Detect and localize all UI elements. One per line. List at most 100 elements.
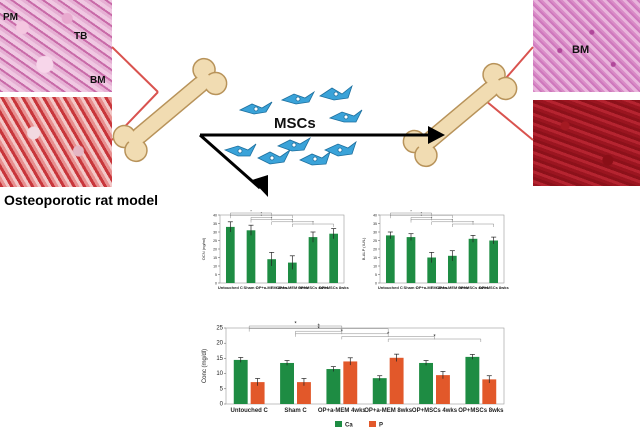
legend-label: P bbox=[379, 423, 383, 429]
bar bbox=[329, 233, 339, 283]
y-tick-label: 30 bbox=[373, 231, 377, 235]
bar bbox=[250, 382, 265, 404]
label-pm: PM bbox=[3, 12, 18, 23]
y-tick-label: 20 bbox=[213, 248, 217, 252]
y-tick-label: 15 bbox=[213, 256, 217, 260]
y-tick-label: 5 bbox=[215, 273, 217, 277]
bar bbox=[225, 226, 235, 283]
x-tick-label: OP+MSCs 4wks bbox=[458, 285, 489, 290]
bar bbox=[246, 230, 256, 283]
significance-marker: * bbox=[452, 218, 454, 222]
x-tick-label: Sham C bbox=[244, 285, 259, 290]
micrograph-treated-bottom bbox=[533, 100, 640, 186]
arrow-down-line bbox=[199, 133, 261, 190]
y-tick-label: 15 bbox=[373, 256, 377, 260]
x-tick-label: Sham C bbox=[404, 285, 419, 290]
bone-left-icon bbox=[112, 57, 228, 163]
bar bbox=[233, 359, 248, 404]
x-tick-label: OP+a-MEM 8wks bbox=[276, 285, 309, 290]
significance-marker: * bbox=[271, 216, 273, 220]
legend-label: Ca bbox=[345, 423, 353, 429]
x-tick-label: Untouched C bbox=[378, 285, 403, 290]
x-tick-label: OP+MSCs 4wks bbox=[298, 285, 329, 290]
x-tick-label: Sham C bbox=[284, 408, 307, 414]
significance-marker: * bbox=[421, 214, 423, 218]
connector-line-left-top bbox=[111, 46, 159, 93]
bar bbox=[489, 240, 499, 283]
bar bbox=[468, 238, 478, 283]
significance-marker: * bbox=[410, 210, 412, 214]
bar bbox=[267, 259, 277, 283]
legend-swatch bbox=[369, 421, 376, 427]
mscs-label: MSCs bbox=[274, 115, 316, 132]
y-tick-label: 0 bbox=[375, 282, 377, 286]
bar bbox=[436, 375, 450, 404]
plot-frame bbox=[379, 214, 505, 284]
bar bbox=[482, 379, 497, 404]
y-tick-label: 10 bbox=[216, 371, 223, 377]
bar bbox=[287, 262, 297, 283]
y-axis-label: Conc (mg/dl) bbox=[202, 349, 208, 383]
bar bbox=[447, 255, 457, 283]
y-axis-label: B-ALP (IU/L) bbox=[361, 237, 366, 260]
bar bbox=[343, 361, 358, 404]
y-tick-label: 5 bbox=[375, 273, 377, 277]
plot-frame bbox=[225, 327, 505, 405]
y-tick-label: 35 bbox=[213, 222, 217, 226]
y-tick-label: 25 bbox=[213, 239, 217, 243]
y-tick-label: 25 bbox=[373, 239, 377, 243]
x-tick-label: OP+a-MEM 8wks bbox=[436, 285, 469, 290]
y-tick-label: 40 bbox=[213, 214, 217, 218]
x-tick-label: OP+MSCs 4wks bbox=[412, 408, 458, 414]
plot-frame bbox=[219, 214, 345, 284]
y-tick-label: 5 bbox=[220, 386, 224, 392]
significance-marker: * bbox=[317, 327, 320, 333]
y-tick-label: 30 bbox=[213, 231, 217, 235]
significance-marker: * bbox=[250, 210, 252, 214]
bar bbox=[297, 382, 311, 404]
significance-marker: * bbox=[261, 212, 263, 216]
micrograph-osteoporotic-top bbox=[0, 0, 112, 92]
y-tick-label: 35 bbox=[373, 222, 377, 226]
bar bbox=[372, 378, 387, 404]
bar bbox=[427, 257, 437, 283]
msc-cells-icon bbox=[223, 84, 363, 166]
significance-marker: * bbox=[433, 335, 436, 341]
bar bbox=[389, 357, 404, 404]
y-tick-label: 40 bbox=[373, 214, 377, 218]
significance-marker: * bbox=[294, 322, 297, 328]
y-tick-label: 10 bbox=[373, 265, 377, 269]
x-tick-label: OP+a-MEM 4wks bbox=[416, 285, 449, 290]
label-bm-right: BM bbox=[572, 44, 590, 56]
y-tick-label: 10 bbox=[213, 265, 217, 269]
bar bbox=[280, 362, 294, 404]
y-tick-label: 20 bbox=[216, 341, 223, 347]
legend-swatch bbox=[335, 421, 342, 427]
label-bm-left: BM bbox=[90, 75, 106, 86]
y-tick-label: 0 bbox=[220, 402, 224, 408]
micrograph-treated-top bbox=[533, 0, 640, 92]
x-tick-label: OP+MSCs 8wks bbox=[319, 285, 350, 290]
bar bbox=[308, 237, 318, 283]
x-tick-label: OP+a-MEM 4wks bbox=[256, 285, 289, 290]
y-axis-label: OCN (ng/ml) bbox=[201, 237, 206, 260]
significance-marker: * bbox=[341, 329, 344, 335]
arrow-treatment-head-icon bbox=[428, 126, 445, 144]
significance-marker: * bbox=[421, 212, 423, 216]
bar bbox=[419, 362, 433, 404]
bar bbox=[465, 356, 480, 404]
arrow-down-head-icon bbox=[252, 175, 268, 197]
y-tick-label: 0 bbox=[215, 282, 217, 286]
significance-marker: * bbox=[387, 332, 390, 338]
model-title: Osteoporotic rat model bbox=[4, 192, 159, 208]
connector-line-right-bottom bbox=[485, 100, 534, 141]
significance-marker: * bbox=[431, 216, 433, 220]
significance-marker: * bbox=[317, 324, 320, 330]
significance-marker: * bbox=[261, 214, 263, 218]
bar bbox=[406, 237, 416, 283]
y-tick-label: 20 bbox=[373, 248, 377, 252]
significance-marker: * bbox=[312, 221, 314, 225]
